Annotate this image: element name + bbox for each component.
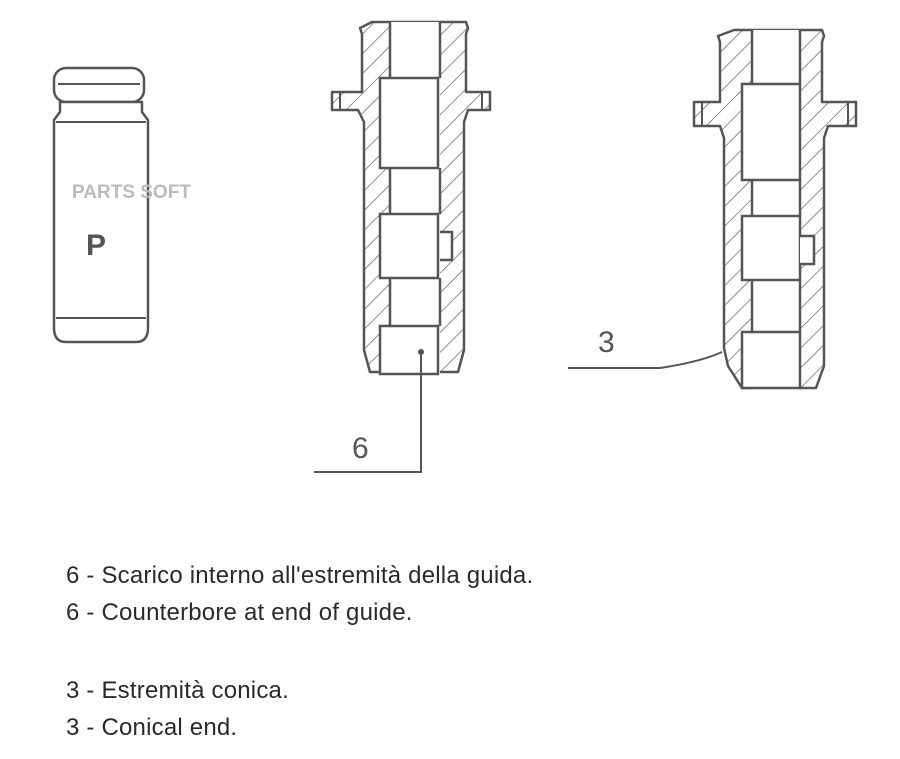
valve-guide-side-view: [52, 66, 150, 344]
legend-line-counterbore-it: 6 - Scarico interno all'estremità della …: [66, 562, 534, 589]
legend-line-counterbore-en: 6 - Counterbore at end of guide.: [66, 599, 413, 626]
conical-lower-pocket: [740, 330, 802, 390]
conical-side-hole: [800, 234, 816, 266]
callout-counterbore-leader: [314, 349, 424, 473]
section-upper-pocket: [378, 76, 440, 170]
callout-counterbore-number: 6: [352, 432, 369, 465]
valve-guide-diagram: PARTS SOFT P 6: [52, 20, 858, 473]
section-bore: [390, 22, 440, 374]
guide-letter: P: [86, 229, 106, 262]
legend-line-conical-en: 3 - Conical end.: [66, 714, 238, 741]
conical-mid-pocket: [740, 214, 802, 282]
section-mid-pocket: [378, 212, 440, 280]
valve-guide-section-conical: [692, 28, 858, 390]
watermark-text: PARTS SOFT: [72, 182, 191, 203]
guide-body: [52, 100, 150, 344]
valve-guide-section-counterbore: [330, 20, 492, 376]
conical-upper-pocket: [740, 82, 802, 182]
legend-line-conical-it: 3 - Estremità conica.: [66, 677, 289, 704]
section-side-hole: [440, 230, 454, 262]
section-counterbore: [378, 324, 440, 376]
callout-conical-leader: [568, 351, 723, 369]
callout-conical-number: 3: [598, 326, 615, 359]
